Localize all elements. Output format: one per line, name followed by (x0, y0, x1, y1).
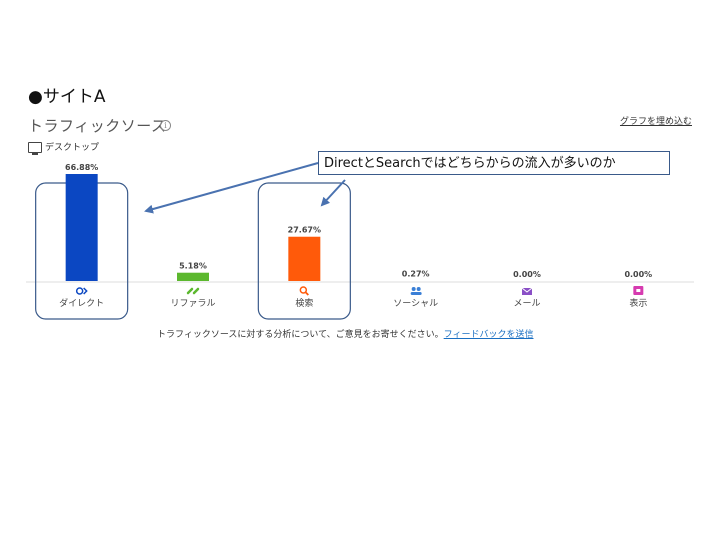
feedback-message: トラフィックソースに対する分析について、ご意見をお寄せください。 (157, 330, 444, 340)
feedback-link[interactable]: フィードバックを送信 (443, 330, 534, 340)
annotation-arrow-search (320, 179, 346, 207)
category-label-3: ソーシャル (393, 299, 438, 309)
feedback-text: トラフィックソースに対する分析について、ご意見をお寄せください。フィードバックを… (157, 327, 533, 340)
embed-graph-link[interactable]: グラフを埋め込む (619, 117, 692, 127)
bar-0[interactable] (65, 174, 98, 281)
direct-icon (75, 287, 88, 295)
category-label-2: 検索 (295, 297, 313, 309)
mail-icon (521, 287, 533, 295)
info-icon[interactable]: i (160, 120, 171, 131)
search-icon (299, 286, 309, 296)
display-icon (633, 286, 644, 295)
bar-1[interactable] (177, 272, 209, 281)
annotation-arrow-direct (144, 162, 319, 214)
referral-icon (186, 287, 200, 295)
device-label: デスクトップ (45, 143, 100, 153)
value-label-5: 0.00% (624, 270, 652, 279)
value-label-4: 0.00% (513, 270, 541, 279)
bar-2[interactable] (288, 236, 321, 281)
section-title: トラフィックソース (28, 117, 167, 135)
social-icon (410, 287, 422, 295)
highlight-box-2 (257, 182, 351, 320)
value-label-0: 66.88% (65, 163, 98, 172)
category-label-5: 表示 (629, 297, 647, 309)
value-label-3: 0.27% (402, 270, 430, 279)
value-label-1: 5.18% (179, 262, 207, 271)
site-title: ●サイトA (28, 87, 106, 107)
category-label-4: メール (513, 299, 540, 309)
category-label-0: ダイレクト (59, 297, 104, 309)
traffic-source-chart: 66.88% ダイレクト 5.18% リファラル 27.67% 検索 0.27% ソーシャル 0… (26, 162, 694, 320)
category-label-1: リファラル (170, 298, 215, 309)
annotation-callout: DirectとSearchではどちらからの流入が多いのか (318, 151, 670, 175)
desktop-icon (28, 142, 42, 155)
value-label-2: 27.67% (288, 226, 321, 235)
